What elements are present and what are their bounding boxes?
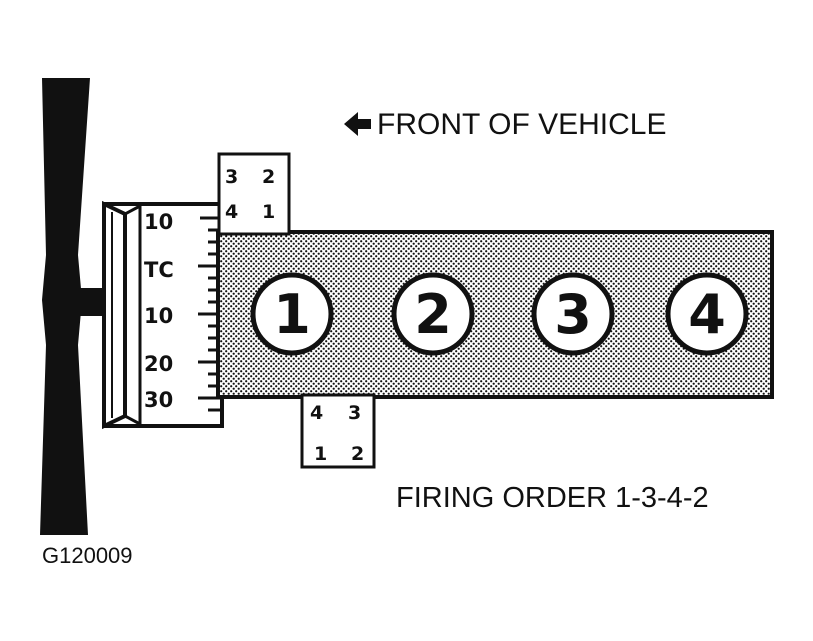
- figure-id: G120009: [42, 543, 133, 568]
- cylinder-1: 1: [250, 272, 334, 356]
- cylinder-3: 3: [531, 272, 615, 356]
- cylinder-number: 4: [688, 283, 726, 346]
- cylinder-number: 2: [414, 283, 452, 346]
- terminal-label: 3: [225, 166, 238, 188]
- distributor-diagram-bottom: 4 3 1 2: [300, 393, 376, 469]
- timing-scale-label-tc: TC: [144, 258, 174, 282]
- cylinder-number: 3: [554, 283, 592, 346]
- terminal-label: 2: [262, 166, 275, 188]
- left-arrow-icon: [344, 112, 371, 136]
- terminal-label: 3: [348, 402, 361, 424]
- terminal-label: 1: [314, 443, 327, 465]
- timing-scale-label-10-btdc: 10: [144, 210, 173, 234]
- cylinder-number: 1: [273, 283, 311, 346]
- terminal-label: 2: [351, 443, 364, 465]
- firing-order-label: FIRING ORDER 1-3-4-2: [396, 482, 709, 514]
- front-of-vehicle-indicator: FRONT OF VEHICLE: [344, 108, 666, 141]
- cylinder-4: 4: [665, 272, 749, 356]
- terminal-label: 4: [225, 201, 238, 223]
- timing-scale-label-10-atdc: 10: [144, 304, 173, 328]
- timing-scale-label-20: 20: [144, 352, 173, 376]
- distributor-diagram-top: 3 2 4 1: [217, 152, 291, 236]
- terminal-label: 1: [262, 201, 275, 223]
- front-of-vehicle-label: FRONT OF VEHICLE: [377, 108, 666, 141]
- cylinder-2: 2: [391, 272, 475, 356]
- timing-scale-label-30: 30: [144, 388, 173, 412]
- fan-blade-icon: [40, 78, 90, 535]
- terminal-label: 4: [310, 402, 323, 424]
- timing-scale: 10 TC 10 20 30: [102, 200, 224, 430]
